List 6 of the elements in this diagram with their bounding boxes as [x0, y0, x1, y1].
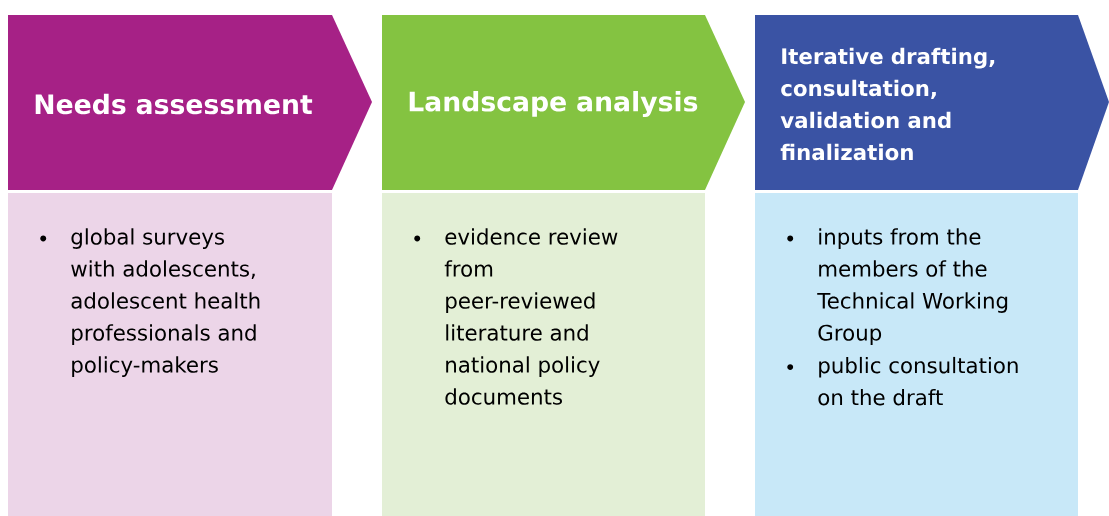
chevron-header: Iterative drafting, consultation, validation and finalization [755, 15, 1109, 190]
content-panel: global surveys with adolescents, adolescent health professionals and policy-makers [8, 193, 332, 516]
chevron-header: Landscape analysis [382, 15, 745, 190]
content-panel: evidence review from peer-reviewed literature and national policy documents [382, 193, 705, 516]
content-panel: inputs from the members of the Technical Working Group public consultation on the draft [755, 193, 1078, 516]
chevron-header: Needs assessment [8, 15, 372, 190]
